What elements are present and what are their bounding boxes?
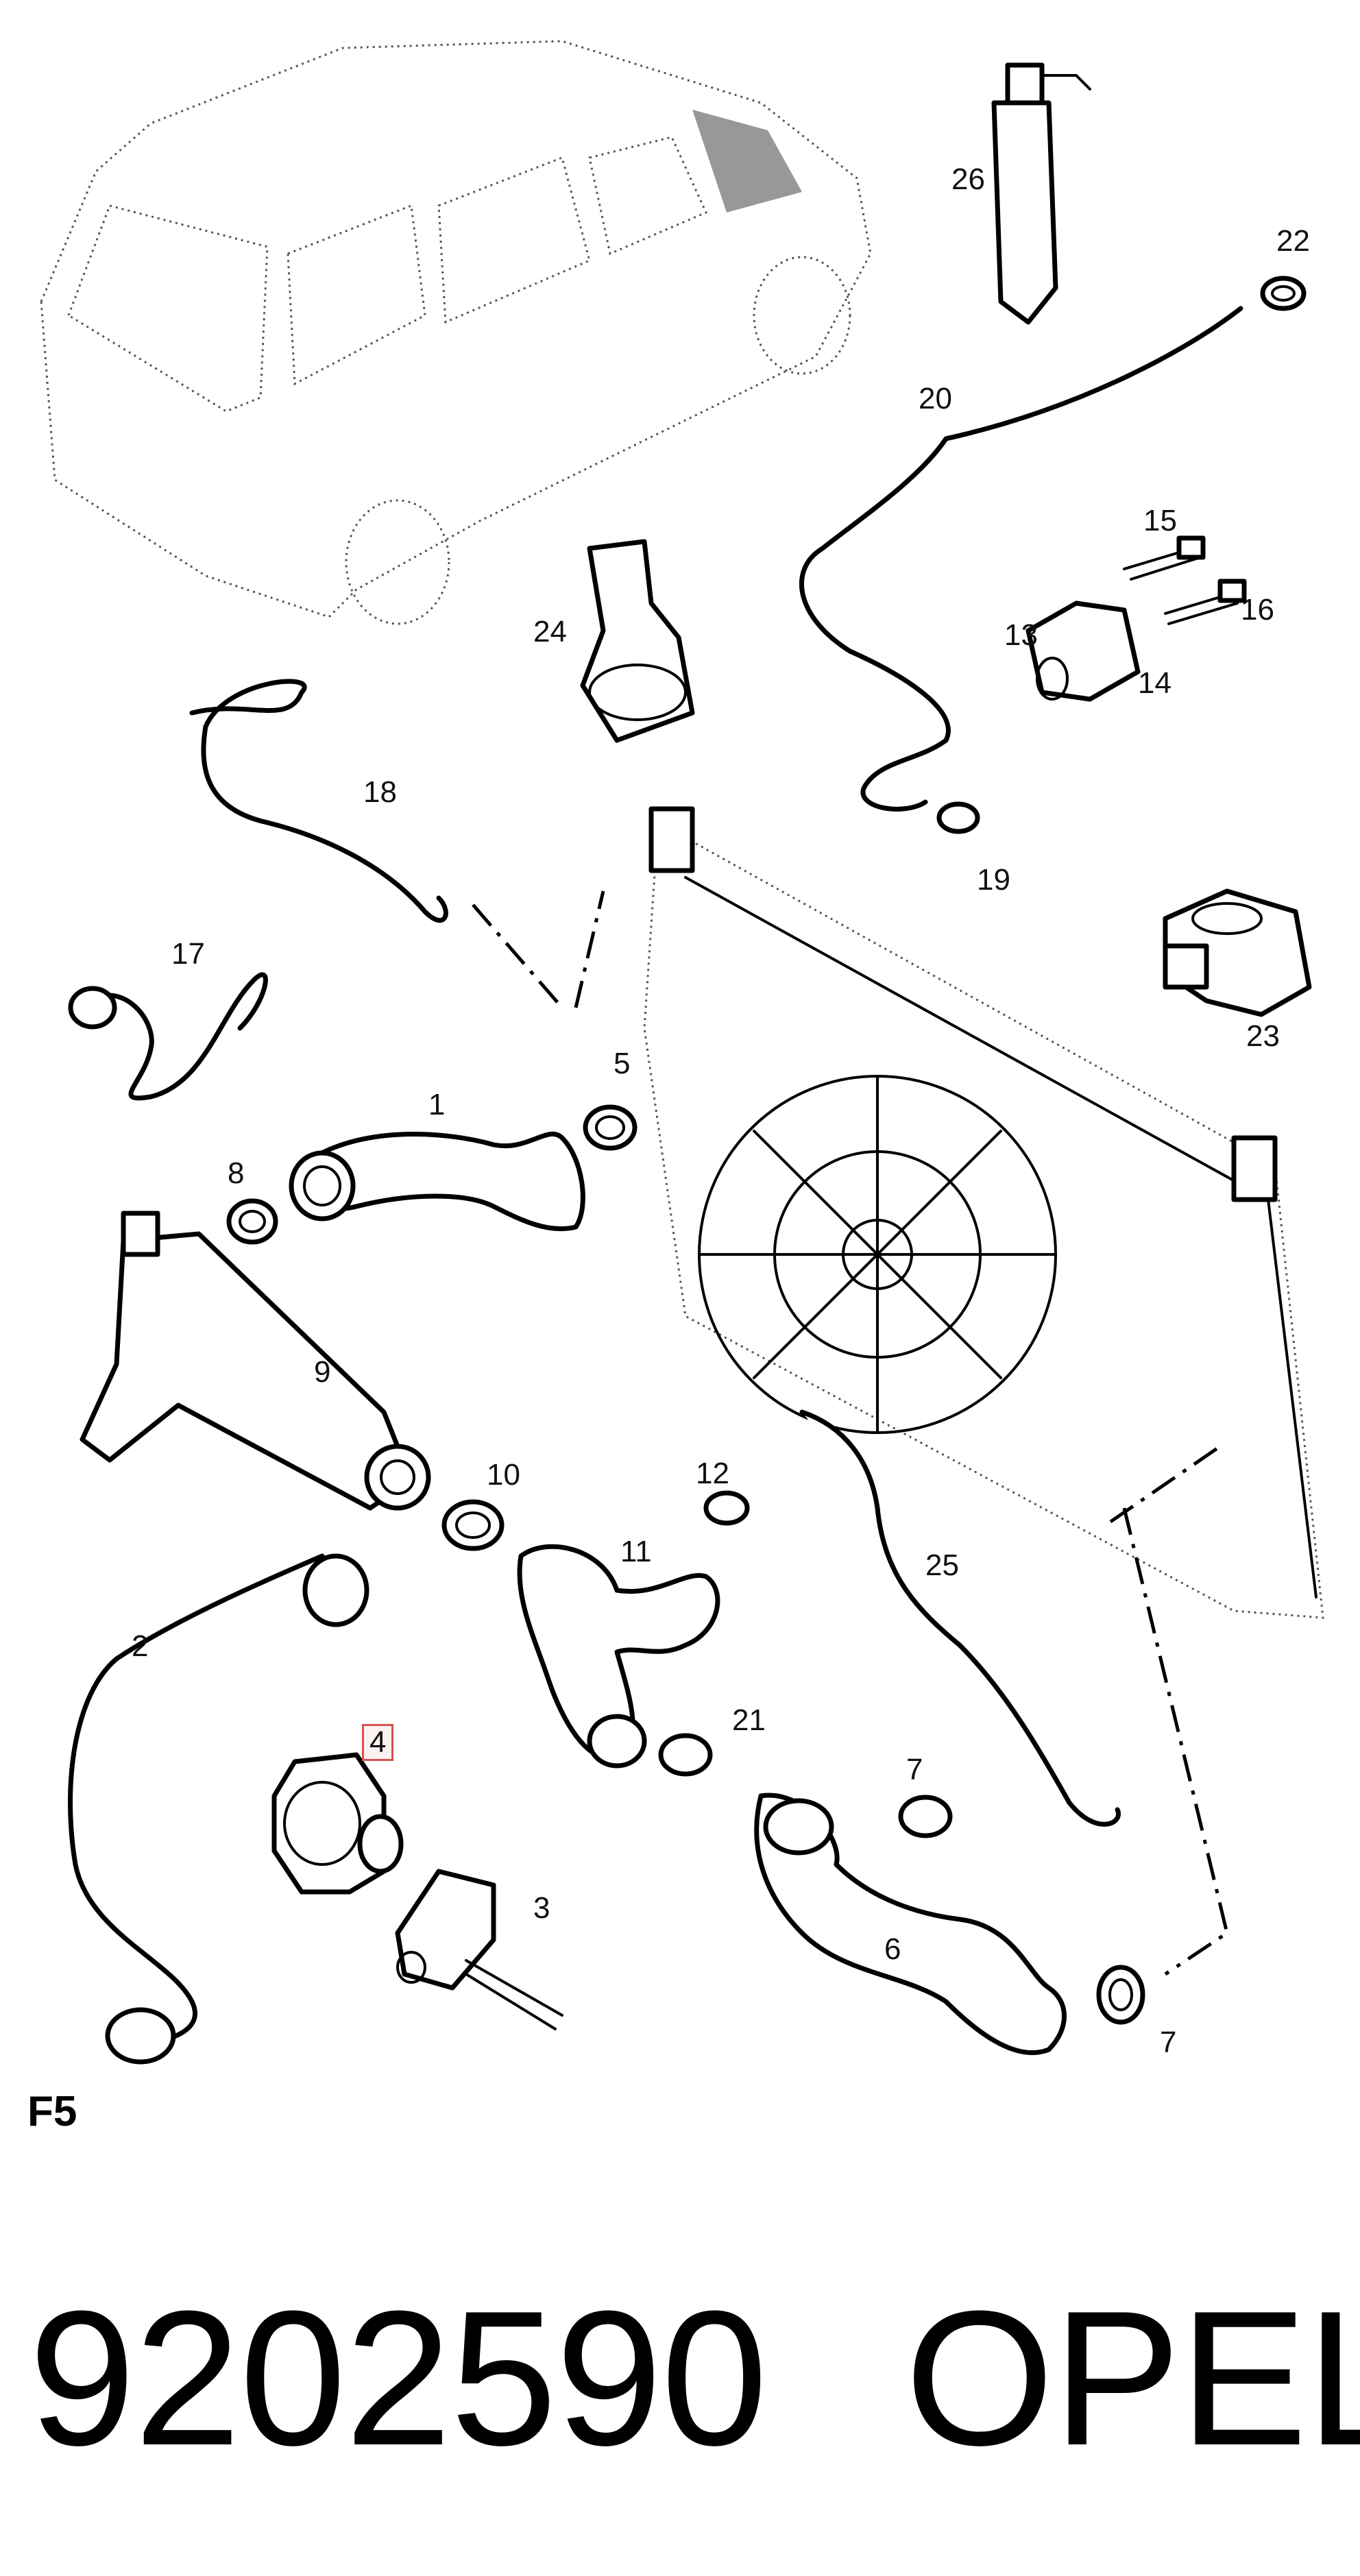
- clamp-12: [703, 1490, 750, 1526]
- hose-18: [189, 679, 448, 923]
- callout-8: 8: [228, 1156, 245, 1190]
- clamp-22: [1260, 276, 1307, 311]
- housing-4: [271, 1752, 404, 1895]
- hose-11: [517, 1544, 720, 1769]
- callout-22: 22: [1276, 224, 1310, 258]
- callout-11: 11: [620, 1535, 652, 1568]
- clamp-23: [1163, 888, 1312, 1017]
- callout-16: 16: [1241, 593, 1274, 627]
- callout-7-upper: 7: [906, 1753, 923, 1786]
- clamp-19: [936, 801, 980, 834]
- hose-17: [68, 972, 268, 1101]
- callout-7-lower: 7: [1160, 2026, 1177, 2059]
- radiator-assembly: [643, 806, 1324, 1619]
- clamp-8: [226, 1198, 278, 1245]
- thermostat-housing: [1025, 600, 1141, 702]
- callout-15: 15: [1143, 504, 1177, 537]
- part-number: 9202590: [29, 2272, 768, 2486]
- car-illustration: [40, 40, 872, 625]
- callout-4-highlighted: 4: [362, 1724, 394, 1761]
- callout-5: 5: [614, 1047, 631, 1080]
- callout-10: 10: [487, 1458, 520, 1492]
- callout-3: 3: [533, 1891, 550, 1925]
- clamp-7-lower: [1096, 1965, 1145, 2025]
- hose-25: [799, 1409, 1121, 1827]
- callout-6: 6: [884, 1932, 901, 1966]
- brand-name: OPEL: [905, 2272, 1360, 2486]
- callout-21: 21: [732, 1703, 766, 1737]
- callout-12: 12: [696, 1457, 729, 1490]
- callout-13: 13: [1004, 618, 1038, 652]
- callout-9: 9: [314, 1355, 331, 1389]
- clamp-21: [658, 1733, 713, 1777]
- clamp-5: [583, 1104, 638, 1151]
- callout-24: 24: [533, 615, 567, 648]
- bracket-24: [580, 539, 695, 743]
- hose-2: [68, 1553, 369, 2065]
- callout-25: 25: [925, 1548, 959, 1582]
- callout-17: 17: [171, 937, 205, 971]
- sensor-bracket-3: [395, 1869, 563, 2030]
- callout-23: 23: [1246, 1019, 1280, 1053]
- clamp-7-upper: [898, 1795, 953, 1838]
- callout-19: 19: [977, 863, 1010, 897]
- coolant-bottle: [991, 62, 1091, 325]
- leader-line: [1109, 1444, 1222, 1524]
- leader-line: [472, 903, 563, 1009]
- callout-20: 20: [919, 382, 952, 415]
- leader-line: [574, 890, 605, 1008]
- callout-14: 14: [1138, 666, 1171, 700]
- pipe-9: [80, 1211, 431, 1511]
- callout-2: 2: [132, 1629, 149, 1663]
- hose-20: [799, 306, 1243, 812]
- callout-26: 26: [951, 162, 985, 196]
- leader-line: [1122, 1507, 1229, 1976]
- hose-1: [289, 1131, 585, 1232]
- clamp-10: [441, 1499, 505, 1551]
- callout-1: 1: [428, 1088, 446, 1121]
- hose-6: [754, 1793, 1067, 2056]
- callout-18: 18: [363, 775, 397, 809]
- sheet-label: F5: [27, 2088, 77, 2135]
- bolts-15-16: [1123, 535, 1247, 625]
